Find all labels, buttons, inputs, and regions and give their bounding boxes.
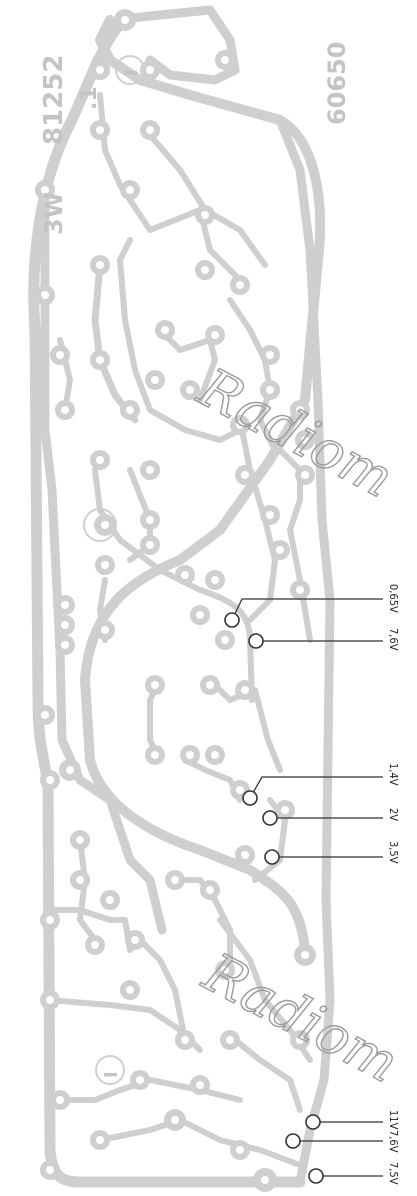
voltage-label-7: 7,6V <box>387 1130 400 1153</box>
voltage-label-6: 11V <box>387 1110 400 1130</box>
trace-upper-5 <box>227 297 278 453</box>
trace-upper-1 <box>97 92 243 283</box>
voltage-label-2: 7,6V <box>387 628 400 651</box>
solder-pads <box>35 9 316 1192</box>
trace-low-8 <box>232 1037 303 1113</box>
test-point-probe-8 <box>308 1168 324 1184</box>
voltage-label-5: 3,5V <box>387 841 400 864</box>
pad-group-middle <box>35 505 310 725</box>
pad-group-lower <box>40 745 316 1192</box>
test-point-leader-3 <box>249 776 383 799</box>
test-point-probe-2 <box>248 633 264 649</box>
trace-mid-8 <box>172 877 233 973</box>
trace-mid-1 <box>127 467 153 563</box>
voltage-labels: 0,65V 7,6V 1,4V 2V 3,5V 11V 7,6V 7,5V <box>387 584 400 1185</box>
test-point-probe-1 <box>224 612 240 628</box>
trace-low-1 <box>77 837 98 943</box>
test-point-probe-5 <box>264 849 280 865</box>
silkscreen-labels: 81252 .1 3W 60650 I I <box>39 42 351 1079</box>
trace-low-5 <box>97 1117 303 1168</box>
trace-top-loop <box>125 5 240 85</box>
test-point-probe-4 <box>262 810 278 826</box>
test-point-leaders <box>224 598 383 1184</box>
voltage-label-8: 7,5V <box>387 1162 400 1185</box>
voltage-label-3: 1,4V <box>387 763 400 786</box>
trace-low-6 <box>137 937 188 1043</box>
part-number-label: 81252 <box>39 55 69 145</box>
test-point-probe-6 <box>305 1114 321 1130</box>
test-point-probe-3 <box>242 790 258 806</box>
trace-low-2 <box>45 907 133 953</box>
power-rating-label: 3W <box>40 192 68 235</box>
capacitor-outline-top <box>115 55 145 85</box>
trace-outer-bus <box>28 12 306 1188</box>
pad-group-top <box>35 9 250 305</box>
capacitor-outline-bottom <box>95 1055 125 1085</box>
watermark-text-upper: Radiom <box>188 355 404 510</box>
pad-group-upper <box>50 320 315 485</box>
trace-mid-2 <box>237 417 278 623</box>
test-point-probe-7 <box>285 1133 301 1149</box>
trace-upper-3 <box>117 237 243 443</box>
watermark: Radiom Radiom <box>187 355 409 1096</box>
component-mark-1: I <box>121 69 142 76</box>
trace-right-bus <box>275 115 335 1187</box>
voltage-label-4: 2V <box>387 808 400 821</box>
trace-low-4 <box>57 1077 243 1103</box>
trace-s-inner <box>92 467 255 703</box>
board-code-label: 60650 <box>323 42 351 126</box>
capacitor-outline-middle <box>83 508 117 542</box>
component-mark-2: I <box>101 1071 122 1078</box>
revision-label: .1 <box>77 86 102 110</box>
voltage-label-1: 0,65V <box>387 584 400 613</box>
